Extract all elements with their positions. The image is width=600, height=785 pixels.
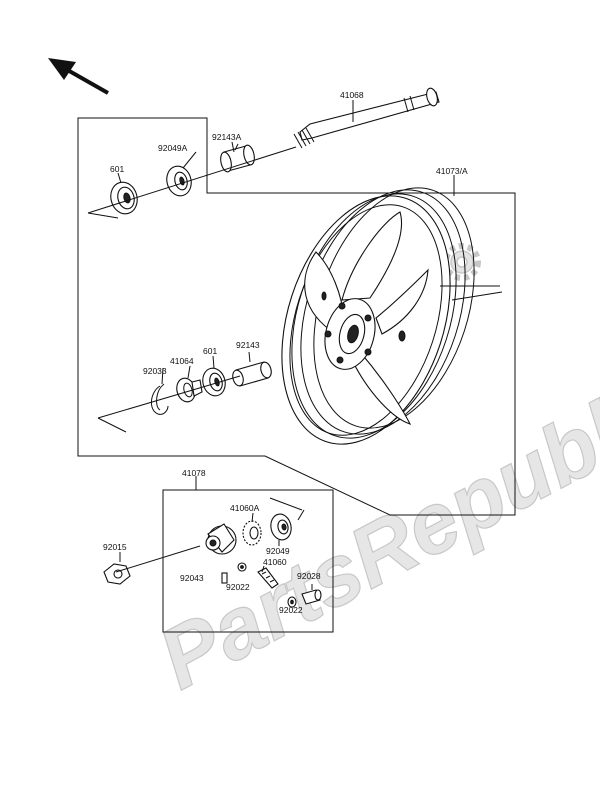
gear-41060A xyxy=(242,520,262,546)
hub-axis-line xyxy=(269,497,303,511)
label-41064: 41064 xyxy=(170,356,194,366)
label-92015: 92015 xyxy=(103,542,127,552)
seal-92049 xyxy=(270,513,292,541)
spacer-92143 xyxy=(232,361,272,387)
hub-assembly-frame xyxy=(162,489,334,633)
label-92049A: 92049A xyxy=(158,143,188,153)
bearing-601-top xyxy=(110,181,138,215)
axis-line-top xyxy=(87,146,297,214)
axis-line-top-return xyxy=(87,212,119,219)
hub-axis-line-b xyxy=(297,509,305,521)
label-92022-b: 92022 xyxy=(279,605,303,615)
label-92143A: 92143A xyxy=(212,132,242,142)
spacer-92143A xyxy=(220,143,255,173)
label-92043: 92043 xyxy=(180,573,204,583)
label-41060: 41060 xyxy=(263,557,287,567)
label-92028: 92028 xyxy=(297,571,321,581)
seal-92049A xyxy=(166,165,192,197)
pin-92043 xyxy=(221,572,228,584)
arrow-up-left-icon xyxy=(48,58,109,95)
label-92022-a: 92022 xyxy=(226,582,250,592)
axle-41068 xyxy=(293,87,440,149)
label-41060A: 41060A xyxy=(230,503,260,513)
circlip-92033 xyxy=(151,383,169,415)
wheel-41073A xyxy=(281,187,475,445)
label-601-top: 601 xyxy=(110,164,124,174)
label-92033: 92033 xyxy=(143,366,167,376)
gear-housing-41078 xyxy=(205,523,237,555)
main-outline-frame xyxy=(77,117,516,516)
washer-92022-b xyxy=(287,596,297,608)
label-41078: 41078 xyxy=(182,468,206,478)
axis-line-mid xyxy=(97,375,241,419)
label-92143: 92143 xyxy=(236,340,260,350)
label-601-mid: 601 xyxy=(203,346,217,356)
bearing-601-mid xyxy=(202,367,226,397)
washer-92022-a xyxy=(237,562,247,572)
nut-92015 xyxy=(103,545,201,585)
label-41068: 41068 xyxy=(340,90,364,100)
bolt-92028 xyxy=(301,589,322,605)
leader-lines xyxy=(117,141,455,590)
label-92049: 92049 xyxy=(266,546,290,556)
label-41073A: 41073/A xyxy=(436,166,468,176)
axis-line-mid-return xyxy=(97,417,127,433)
wheel-axis-line-b xyxy=(451,291,503,301)
retainer-41064 xyxy=(176,377,203,403)
